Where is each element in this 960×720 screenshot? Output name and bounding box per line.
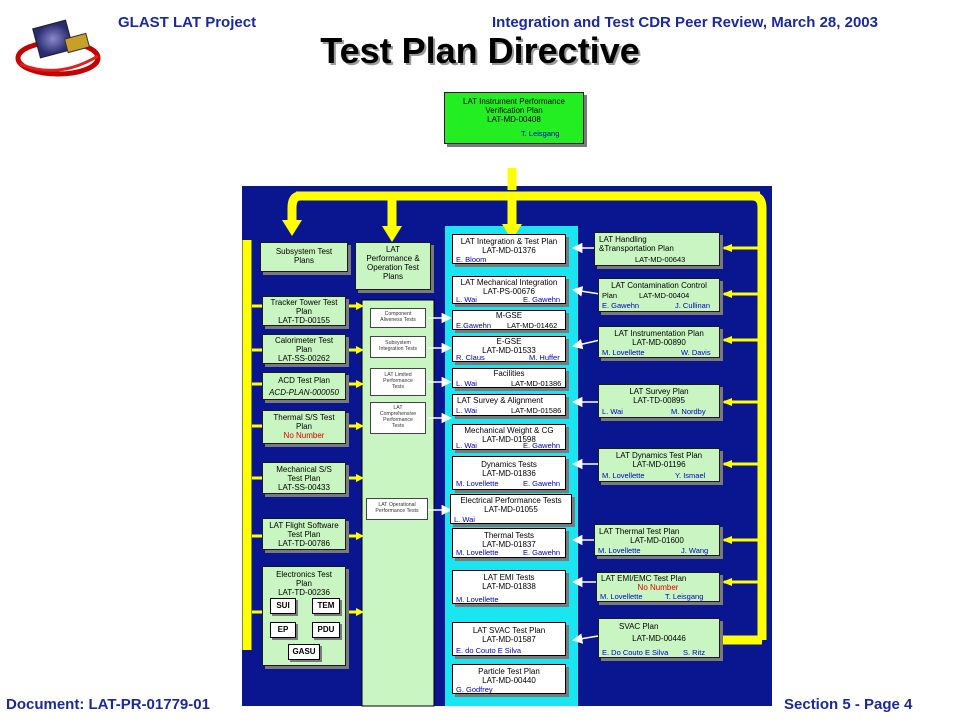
- electrical-tests-box: Electrical Performance Tests LAT-MD-0105…: [450, 494, 572, 524]
- perf-item-comprehensive: LAT Comprehensive Performance Tests: [370, 402, 426, 434]
- emi-plan-box: LAT EMI/EMC Test Plan No Number M. Lovel…: [596, 572, 720, 602]
- mechanical-box: Mechanical S/S Test Plan LAT-SS-00433: [262, 462, 346, 494]
- perf-item-integration: Subsystem Integration Tests: [370, 336, 426, 358]
- contamination-plan-box: LAT Contamination Control Plan LAT-MD-00…: [598, 278, 720, 312]
- weight-cg-box: Mechanical Weight & CG LAT-MD-01598 L. W…: [452, 424, 566, 450]
- performance-header-box: LAT Performance & Operation Test Plans: [355, 242, 431, 290]
- perf-item-limited: LAT Limited Performance Tests: [370, 368, 426, 396]
- survey-alignment-box: LAT Survey & Alignment L. Wai LAT-MD-015…: [452, 394, 566, 416]
- tracker-box: Tracker Tower Test Plan LAT-TD-00155: [262, 296, 346, 326]
- emi-tests-box: LAT EMI Tests LAT-MD-01838 M. Lovellette: [452, 570, 566, 604]
- survey-plan-box: LAT Survey Plan LAT-TD-00895 L. Wai M. N…: [598, 384, 720, 418]
- thermal-box: Thermal S/S Test Plan No Number: [262, 410, 346, 444]
- particle-test-plan-box: Particle Test Plan LAT-MD-00440 G. Godfr…: [452, 664, 566, 694]
- top-plan-box: LAT Instrument Performance Verification …: [444, 92, 584, 144]
- handling-plan-box: LAT Handling &Transportation Plan LAT-MD…: [594, 232, 720, 266]
- module-tem: TEM: [312, 598, 340, 614]
- facilities-box: Facilities L. Wai LAT-MD-01386: [452, 368, 566, 388]
- subsystem-box: Subsystem Test Plans: [260, 242, 348, 272]
- instrumentation-plan-box: LAT Instrumentation Plan LAT-MD-00890 M.…: [598, 326, 720, 358]
- project-name: GLAST LAT Project: [118, 14, 257, 31]
- yellow-arrows: [242, 168, 767, 650]
- right-arrows: [571, 242, 601, 644]
- egse-box: E-GSE LAT-MD-01533 R. Claus M. Huffer: [452, 336, 566, 362]
- flight-software-box: LAT Flight Software Test Plan LAT-TD-007…: [262, 518, 346, 550]
- calorimeter-box: Calorimeter Test Plan LAT-SS-00262: [262, 334, 346, 364]
- perf-item-operational: LAT Operational Performance Tests: [366, 498, 428, 520]
- mech-integration-box: LAT Mechanical Integration LAT-PS-00676 …: [452, 276, 566, 304]
- glast-logo-icon: [15, 19, 101, 77]
- acd-box: ACD Test Plan ACD-PLAN-000050: [262, 372, 346, 400]
- svac-plan-box: SVAC Plan LAT-MD-00446 E. Do Couto E Sil…: [598, 618, 720, 658]
- perf-arrows: [428, 312, 453, 516]
- yellow-arrowheads: [282, 220, 522, 242]
- thermal-tests-box: Thermal Tests LAT-MD-01837 M. Lovellette…: [452, 528, 566, 558]
- perf-item-aliveness: Component Aliveness Tests: [370, 308, 426, 328]
- document-number: Document: LAT-PR-01779-01: [6, 696, 210, 713]
- thermal-plan-box: LAT Thermal Test Plan LAT-MD-01600 M. Lo…: [594, 524, 720, 556]
- review-title: Integration and Test CDR Peer Review, Ma…: [492, 14, 878, 31]
- module-gasu: GASU: [288, 644, 320, 660]
- dynamics-plan-box: LAT Dynamics Test Plan LAT-MD-01196 M. L…: [598, 448, 720, 482]
- top-box-owner: T. Leisgang: [521, 129, 560, 138]
- it-plan-box: LAT Integration & Test Plan LAT-MD-01376…: [452, 234, 566, 264]
- dynamics-tests-box: Dynamics Tests LAT-MD-01836 M. Lovellett…: [452, 456, 566, 490]
- slide-title: Test Plan Directive: [320, 30, 640, 71]
- mgse-box: M-GSE E.Gawehn LAT-MD-01462: [452, 310, 566, 330]
- module-sui: SUI: [270, 598, 296, 614]
- module-ep: EP: [270, 622, 296, 638]
- svac-test-plan-box: LAT SVAC Test Plan LAT-MD-01587 E. do Co…: [452, 622, 566, 656]
- module-pdu: PDU: [312, 622, 340, 638]
- left-bus: [252, 304, 262, 614]
- section-page: Section 5 - Page 4: [784, 696, 913, 713]
